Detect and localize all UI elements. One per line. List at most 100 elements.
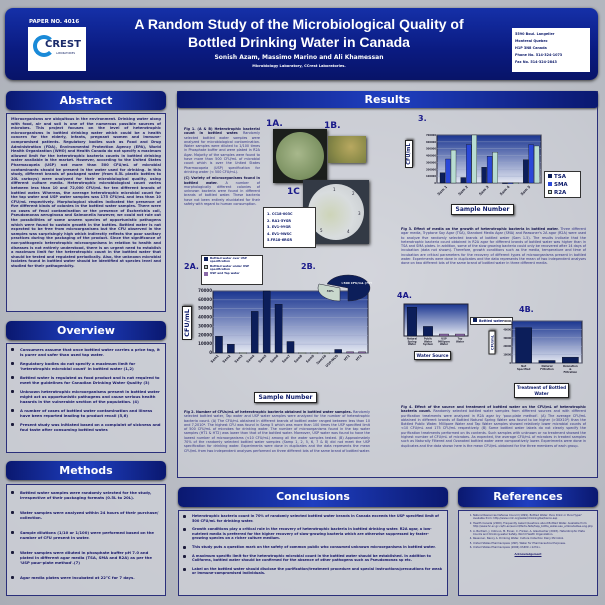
legend-item: TSA [548, 173, 577, 181]
y-tick-label: 50000 [198, 306, 212, 311]
bar [486, 156, 493, 184]
bar [528, 144, 534, 184]
x-tick-label: USP/NCO [325, 354, 339, 368]
x-tick-label: Sam7 [281, 354, 291, 364]
overview-heading: Overview [6, 321, 166, 340]
legend-swatch [204, 272, 208, 277]
bar [227, 343, 235, 354]
colony-list: 1. CC18-003C 2. RA1-5YGR 3. EV1-9YGR 4. … [263, 207, 316, 248]
bar [322, 352, 330, 354]
results-heading: Results [177, 91, 598, 108]
x-tick-label: Sam5 [257, 354, 267, 364]
fig2b-label: 2B. [301, 262, 316, 271]
bar [407, 307, 417, 337]
paper-number: PAPER NO. 4016 [29, 19, 80, 25]
fig2a-ylabel: CFU/mL [182, 306, 192, 340]
fig4a-label: 4A. [397, 291, 412, 300]
fig3-chart: 0100000200000300000400000500000600000700… [426, 134, 542, 196]
fig1b-label: 1B. [324, 121, 341, 131]
y-tick-label: 500000 [426, 148, 436, 151]
fig1a-label: 1A. [266, 119, 283, 129]
x-tick-label: HT1 [343, 354, 351, 362]
bar [439, 333, 449, 337]
legend-swatch [548, 190, 552, 194]
x-tick-label: Ozonation&Filtration [563, 364, 578, 374]
references-box: Natural Resources Defense Council (1999)… [458, 510, 598, 596]
logo: CREST LABORATORIES [28, 27, 86, 71]
y-tick-label: 30000 [198, 323, 212, 328]
y-tick-label: 20000 [198, 332, 212, 337]
x-tick-label: Sam 2 [457, 184, 469, 196]
fig1b-closeup-image [328, 136, 366, 163]
bar [450, 149, 457, 184]
list-item: Unknown heterotrophic microorganisms pre… [7, 389, 161, 404]
fig2-caption: Fig 2. Number of CFUs/mL of heterotrophi… [184, 410, 370, 453]
fig3-label: 3. [418, 114, 427, 123]
methods-list: Bottled water samples were randomly sele… [7, 490, 165, 580]
affiliation: Microbiology Laboratory, CCrest Laborato… [252, 64, 346, 68]
fig3-ylabel: CFU/mL [405, 140, 413, 168]
reference-item: United States Pharmacopeia (USP). Water … [473, 542, 593, 545]
fig1a-plate-image [273, 129, 327, 183]
poster-title: A Random Study of the Microbiological Qu… [134, 16, 464, 50]
x-tick-label: Sam2 [222, 354, 232, 364]
bar [310, 352, 319, 354]
bar [358, 351, 366, 354]
y-tick-label: 0 [209, 350, 212, 355]
bar [538, 360, 556, 364]
list-item: Agar media plates were incubated at 22°C… [7, 575, 161, 580]
bar [466, 144, 472, 184]
y-tick-label: 70000 [198, 288, 212, 293]
fig2a-label: 2A. [184, 262, 199, 271]
list-item: Label on the bottled water should disclo… [179, 567, 443, 576]
conclusions-box: Heterotrophic bacteria count in 70% of r… [178, 510, 448, 596]
fig4b-xlabel: Treatment of Bottled Water [514, 383, 569, 398]
y-tick-label: 300000 [426, 161, 436, 164]
y-tick-label: 20000 [503, 345, 511, 348]
bar [471, 134, 477, 184]
legend-swatch [548, 182, 552, 186]
x-tick-label: Sam8 [293, 353, 303, 363]
authors: Sonish Azam, Massimo Marino and Ali Kham… [214, 54, 384, 61]
y-tick-label: 600000 [426, 141, 436, 144]
legend-swatch [204, 264, 208, 269]
fig4b-ylabel: CFU/mL [488, 330, 496, 355]
legend-item: USP and Tap water [204, 272, 260, 277]
fig4-caption: Fig 4. Effect of the source and treatmen… [401, 405, 587, 448]
bar [455, 333, 465, 337]
conclusions-list: Heterotrophic bacteria count in 70% of r… [179, 514, 447, 576]
list-item: A number of cases of bottled water conta… [7, 408, 161, 418]
y-tick-label: 40000 [198, 315, 212, 320]
fig2a-chart: 010000200003000040000500006000070000Sam1… [198, 288, 369, 368]
address-box: 5590 Boul. Langelier Montreal Quebec H1P… [512, 28, 590, 72]
list-item: Sample dilutions (1/10 or 1/100) were pe… [7, 530, 161, 540]
poster-header: PAPER NO. 4016 CREST LABORATORIES A Rand… [5, 8, 598, 80]
legend-item: Bottled water over USP specification [204, 256, 260, 264]
y-tick-label: 10000 [198, 341, 212, 346]
x-tick-label: Sam4 [246, 353, 256, 363]
fig2b-pie: >500 CFU/mL (70%)30% [317, 274, 372, 302]
bar [251, 311, 259, 354]
bar [334, 349, 342, 354]
methods-heading: Methods [6, 461, 166, 480]
x-tick-label: Sam3 [234, 354, 244, 364]
bar [346, 351, 354, 354]
list-item: This study puts a question mark on the s… [179, 545, 443, 550]
list-item: Regulatory bodies do not specify a maxim… [7, 361, 161, 371]
list-item: Heterotrophic bacteria count in 70% of r… [179, 514, 443, 523]
list-item: Water samples were diluted in phosphate … [7, 550, 161, 565]
list-item: Present study was initiated based on a c… [7, 422, 161, 432]
logo-circle-icon [33, 35, 55, 57]
y-tick-label: 60000 [198, 297, 212, 302]
references-list: Natural Resources Defense Council (1999)… [463, 514, 593, 550]
references-heading: References [458, 487, 598, 507]
fig2a-legend: Bottled water over USP specification Bot… [201, 255, 263, 285]
x-tick-label: Sam9 [305, 353, 315, 363]
abstract-box: Microorganisms are ubiquitous in the env… [6, 113, 166, 312]
reference-item: Natural Resources Defense Council (1999)… [473, 514, 593, 521]
y-tick-label: 400000 [426, 155, 436, 158]
